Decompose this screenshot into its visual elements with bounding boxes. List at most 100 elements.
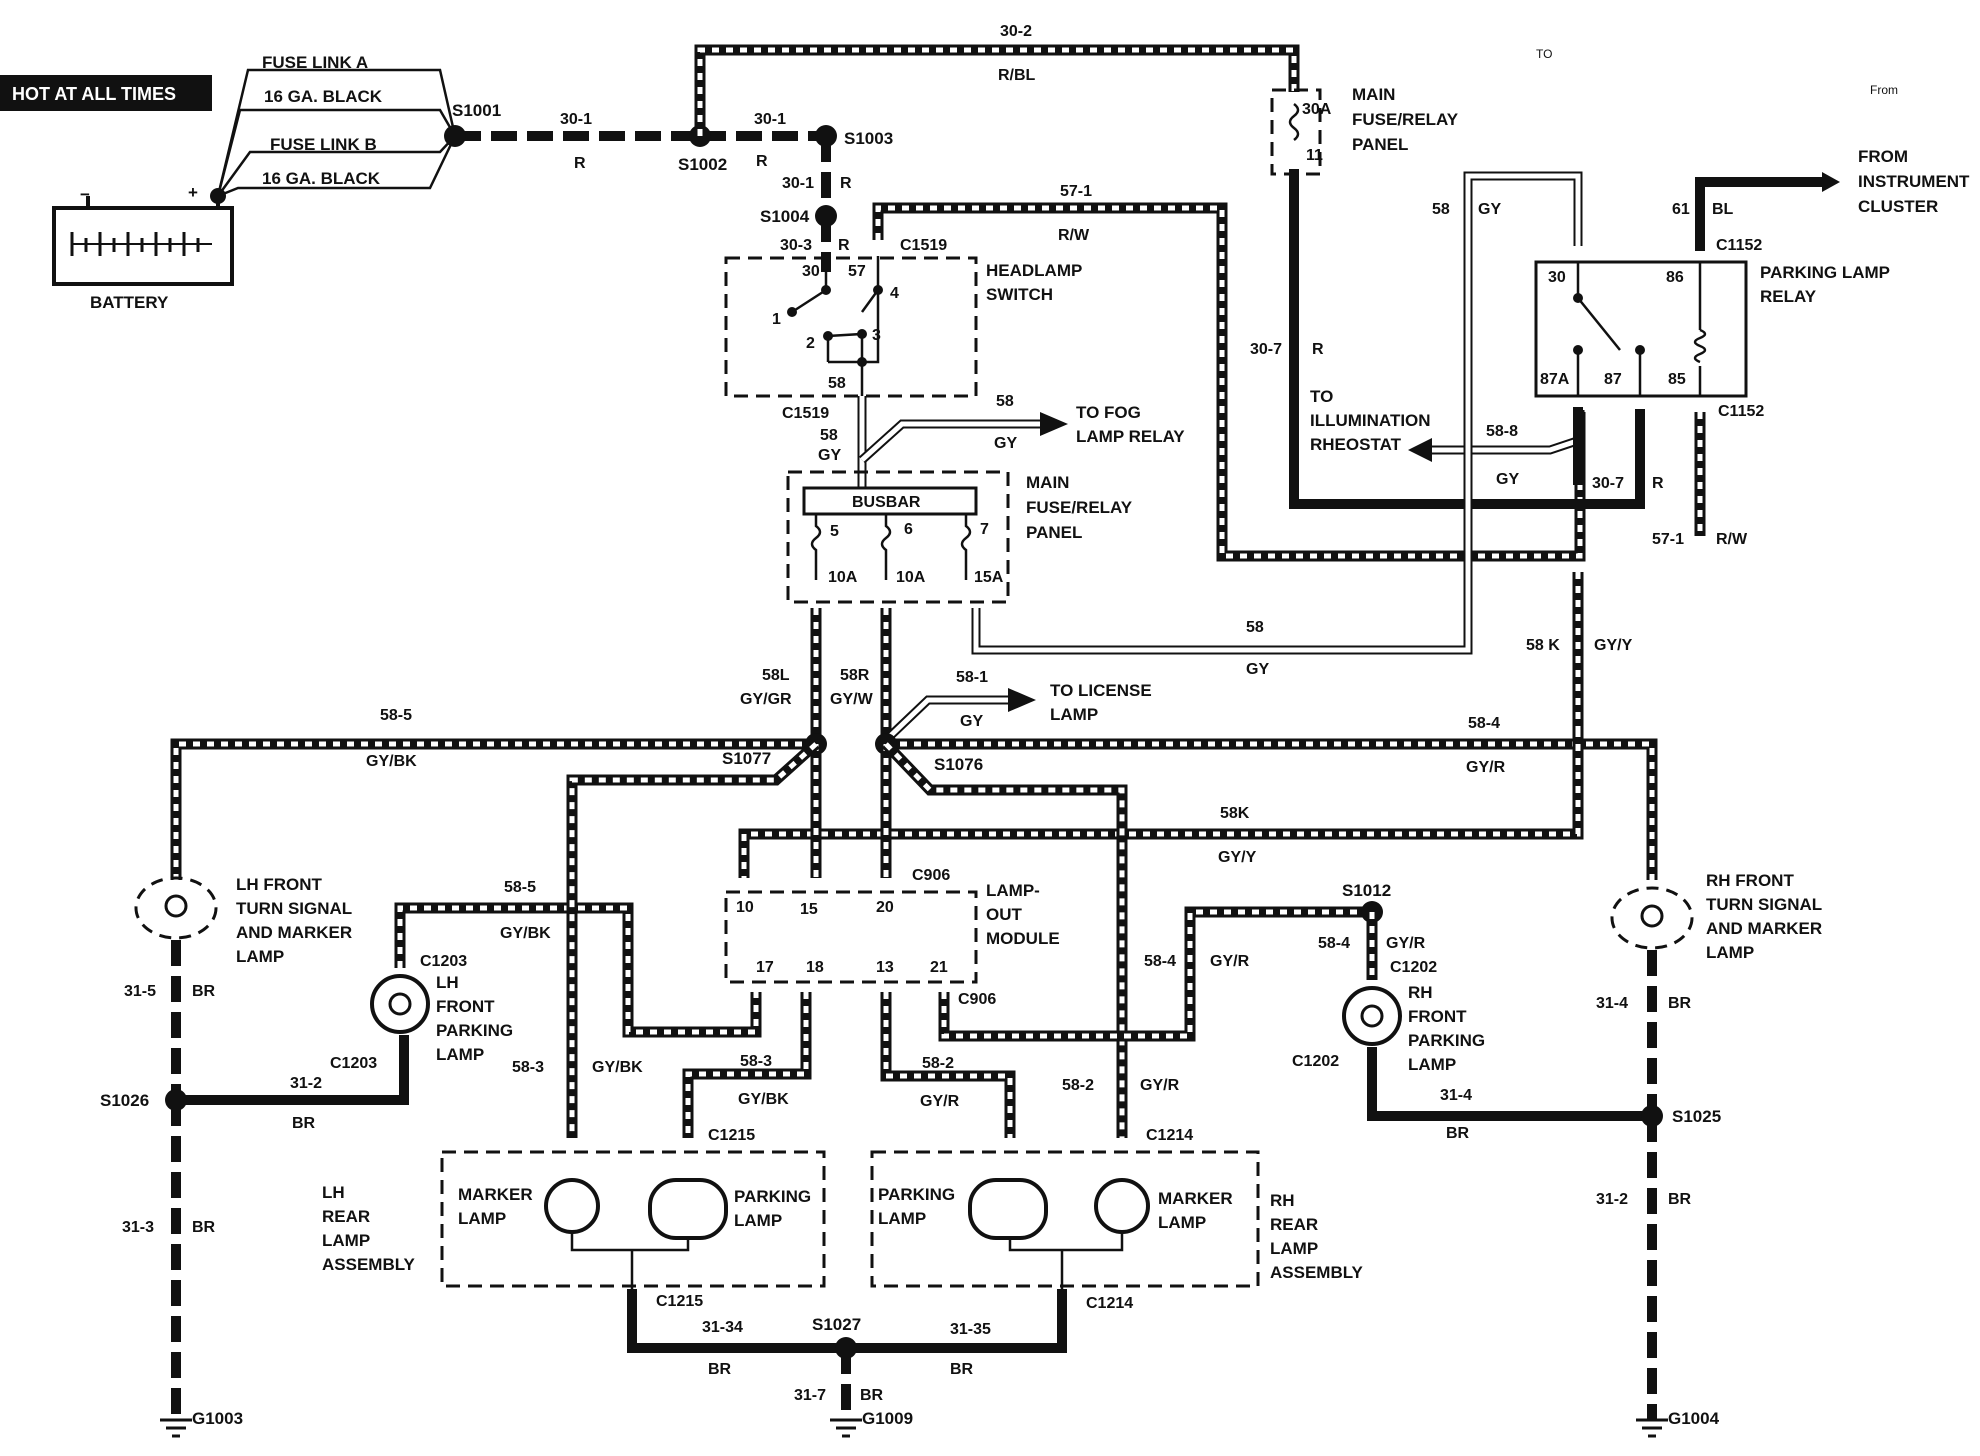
c1519-top-label: C1519 [900,237,947,254]
wire-31-4a-color: BR [1668,995,1692,1012]
wire-58l-color: GY/GR [740,691,792,708]
fuse-10a-2: 10A [896,569,926,586]
wire-31-2-label: 31-2 [290,1075,322,1092]
lom-pin-21: 21 [930,959,948,976]
relay-pin-85: 85 [1668,371,1686,388]
panel-pin-7: 7 [980,521,989,538]
busbar-label: BUSBAR [852,494,921,511]
wire-58-loop-color: GY [1246,661,1269,678]
headlamp-switch [724,256,978,398]
hs-pin-4: 4 [890,285,899,302]
lom-pin-20: 20 [876,899,894,916]
relay-pin-87a: 87A [1540,371,1570,388]
wire-31-2-color: BR [292,1115,316,1132]
lh-rear-marker-lamp [544,1178,600,1234]
wire-58-4-color: GY/R [1466,759,1506,776]
wire-58-3b-label: 58-3 [740,1053,772,1070]
wire-31-35-color: BR [950,1361,974,1378]
ground-g1009 [830,1418,862,1438]
battery-positive-terminal [210,188,226,204]
lh-rear-parking-lamp [648,1178,728,1240]
wire-58-8-label: 58-8 [1486,423,1518,440]
hs-pin-57: 57 [848,263,866,280]
c906-top-label: C906 [912,867,950,884]
wire-31-34-label: 31-34 [702,1319,743,1336]
lom-pin-13: 13 [876,959,894,976]
wire-30-2-label: 30-2 [1000,23,1032,40]
wire-31-2b-color: BR [1668,1191,1692,1208]
note-from: From [1870,83,1898,97]
wire-58k-lom [738,730,1584,878]
lom-pin-15: 15 [800,901,818,918]
wire-30-7-color: R [1312,341,1324,358]
rh-rear-parking-lamp [968,1178,1048,1240]
c1152-bottom-label: C1152 [1718,403,1764,420]
wire-58-5-color: GY/BK [366,753,417,770]
panel-pin-6: 6 [904,521,913,538]
wire-58-2b-label: 58-2 [1062,1077,1094,1094]
wire-58-3b-color: GY/BK [738,1091,789,1108]
lamp-out-module [724,890,978,984]
main-fuse-panel-mid [786,470,1010,604]
wire-31-3-color: BR [192,1219,216,1236]
wire-58r-label: 58R [840,667,870,684]
fuse-link-a-label: FUSE LINK A [262,53,368,72]
relay-pin-30: 30 [1548,269,1566,286]
note-to: TO [1536,47,1552,61]
wire-31-35-label: 31-35 [950,1321,991,1338]
wire-31-2 [171,1035,409,1105]
wire-58-4c-label: 58-4 [1318,935,1350,952]
fuse-link-a-wire-2 [216,108,457,197]
relay-pin-87: 87 [1604,371,1622,388]
wire-58-2b-color: GY/R [1140,1077,1180,1094]
wire-31-4b-color: BR [1446,1125,1470,1142]
c1203-top-label: C1203 [420,953,467,970]
s1002-label: S1002 [678,155,727,174]
ground-g1003 [160,1418,192,1438]
wire-58-4 [886,738,1658,880]
wire-58-relay [971,171,1583,655]
wire-58-4b-label: 58-4 [1144,953,1176,970]
hs-pin-1: 1 [772,311,781,328]
fuse-link-b-label: FUSE LINK B [270,135,377,154]
wire-61 [1695,177,1831,251]
wire-58-4b-color: GY/R [1210,953,1250,970]
s1001-label: S1001 [452,101,501,120]
c1215-top-label: C1215 [708,1127,755,1144]
battery-label: BATTERY [90,293,169,312]
c906-bottom-label: C906 [958,991,996,1008]
wire-58-1-label: 58-1 [956,669,988,686]
c1519-bottom-label: C1519 [782,405,829,422]
s1027-label: S1027 [812,1315,861,1334]
wire-30-1-c-label: 30-1 [782,175,814,192]
g1004-label: G1004 [1668,1409,1720,1428]
wire-58-3a-label: 58-3 [512,1059,544,1076]
c1214-top-label: C1214 [1146,1127,1193,1144]
battery-pos-sign: + [188,183,198,202]
c1202-top-label: C1202 [1390,959,1437,976]
wire-31-7-label: 31-7 [794,1387,826,1404]
wire-58-8-color: GY [1496,471,1519,488]
s1003-label: S1003 [844,129,893,148]
fuse-10a-1: 10A [828,569,858,586]
wire-31-7-color: BR [860,1387,884,1404]
s1012-label: S1012 [1342,881,1391,900]
busbar [802,486,978,516]
wire-31-4b-label: 31-4 [1440,1087,1472,1104]
c1202-bottom-label: C1202 [1292,1053,1339,1070]
wire-58-5 [170,738,816,880]
wire-57-1b-label: 57-1 [1652,531,1684,548]
g1003-label: G1003 [192,1409,243,1428]
ground-g1004 [1636,1418,1668,1438]
c1214-bottom-label: C1214 [1086,1295,1133,1312]
